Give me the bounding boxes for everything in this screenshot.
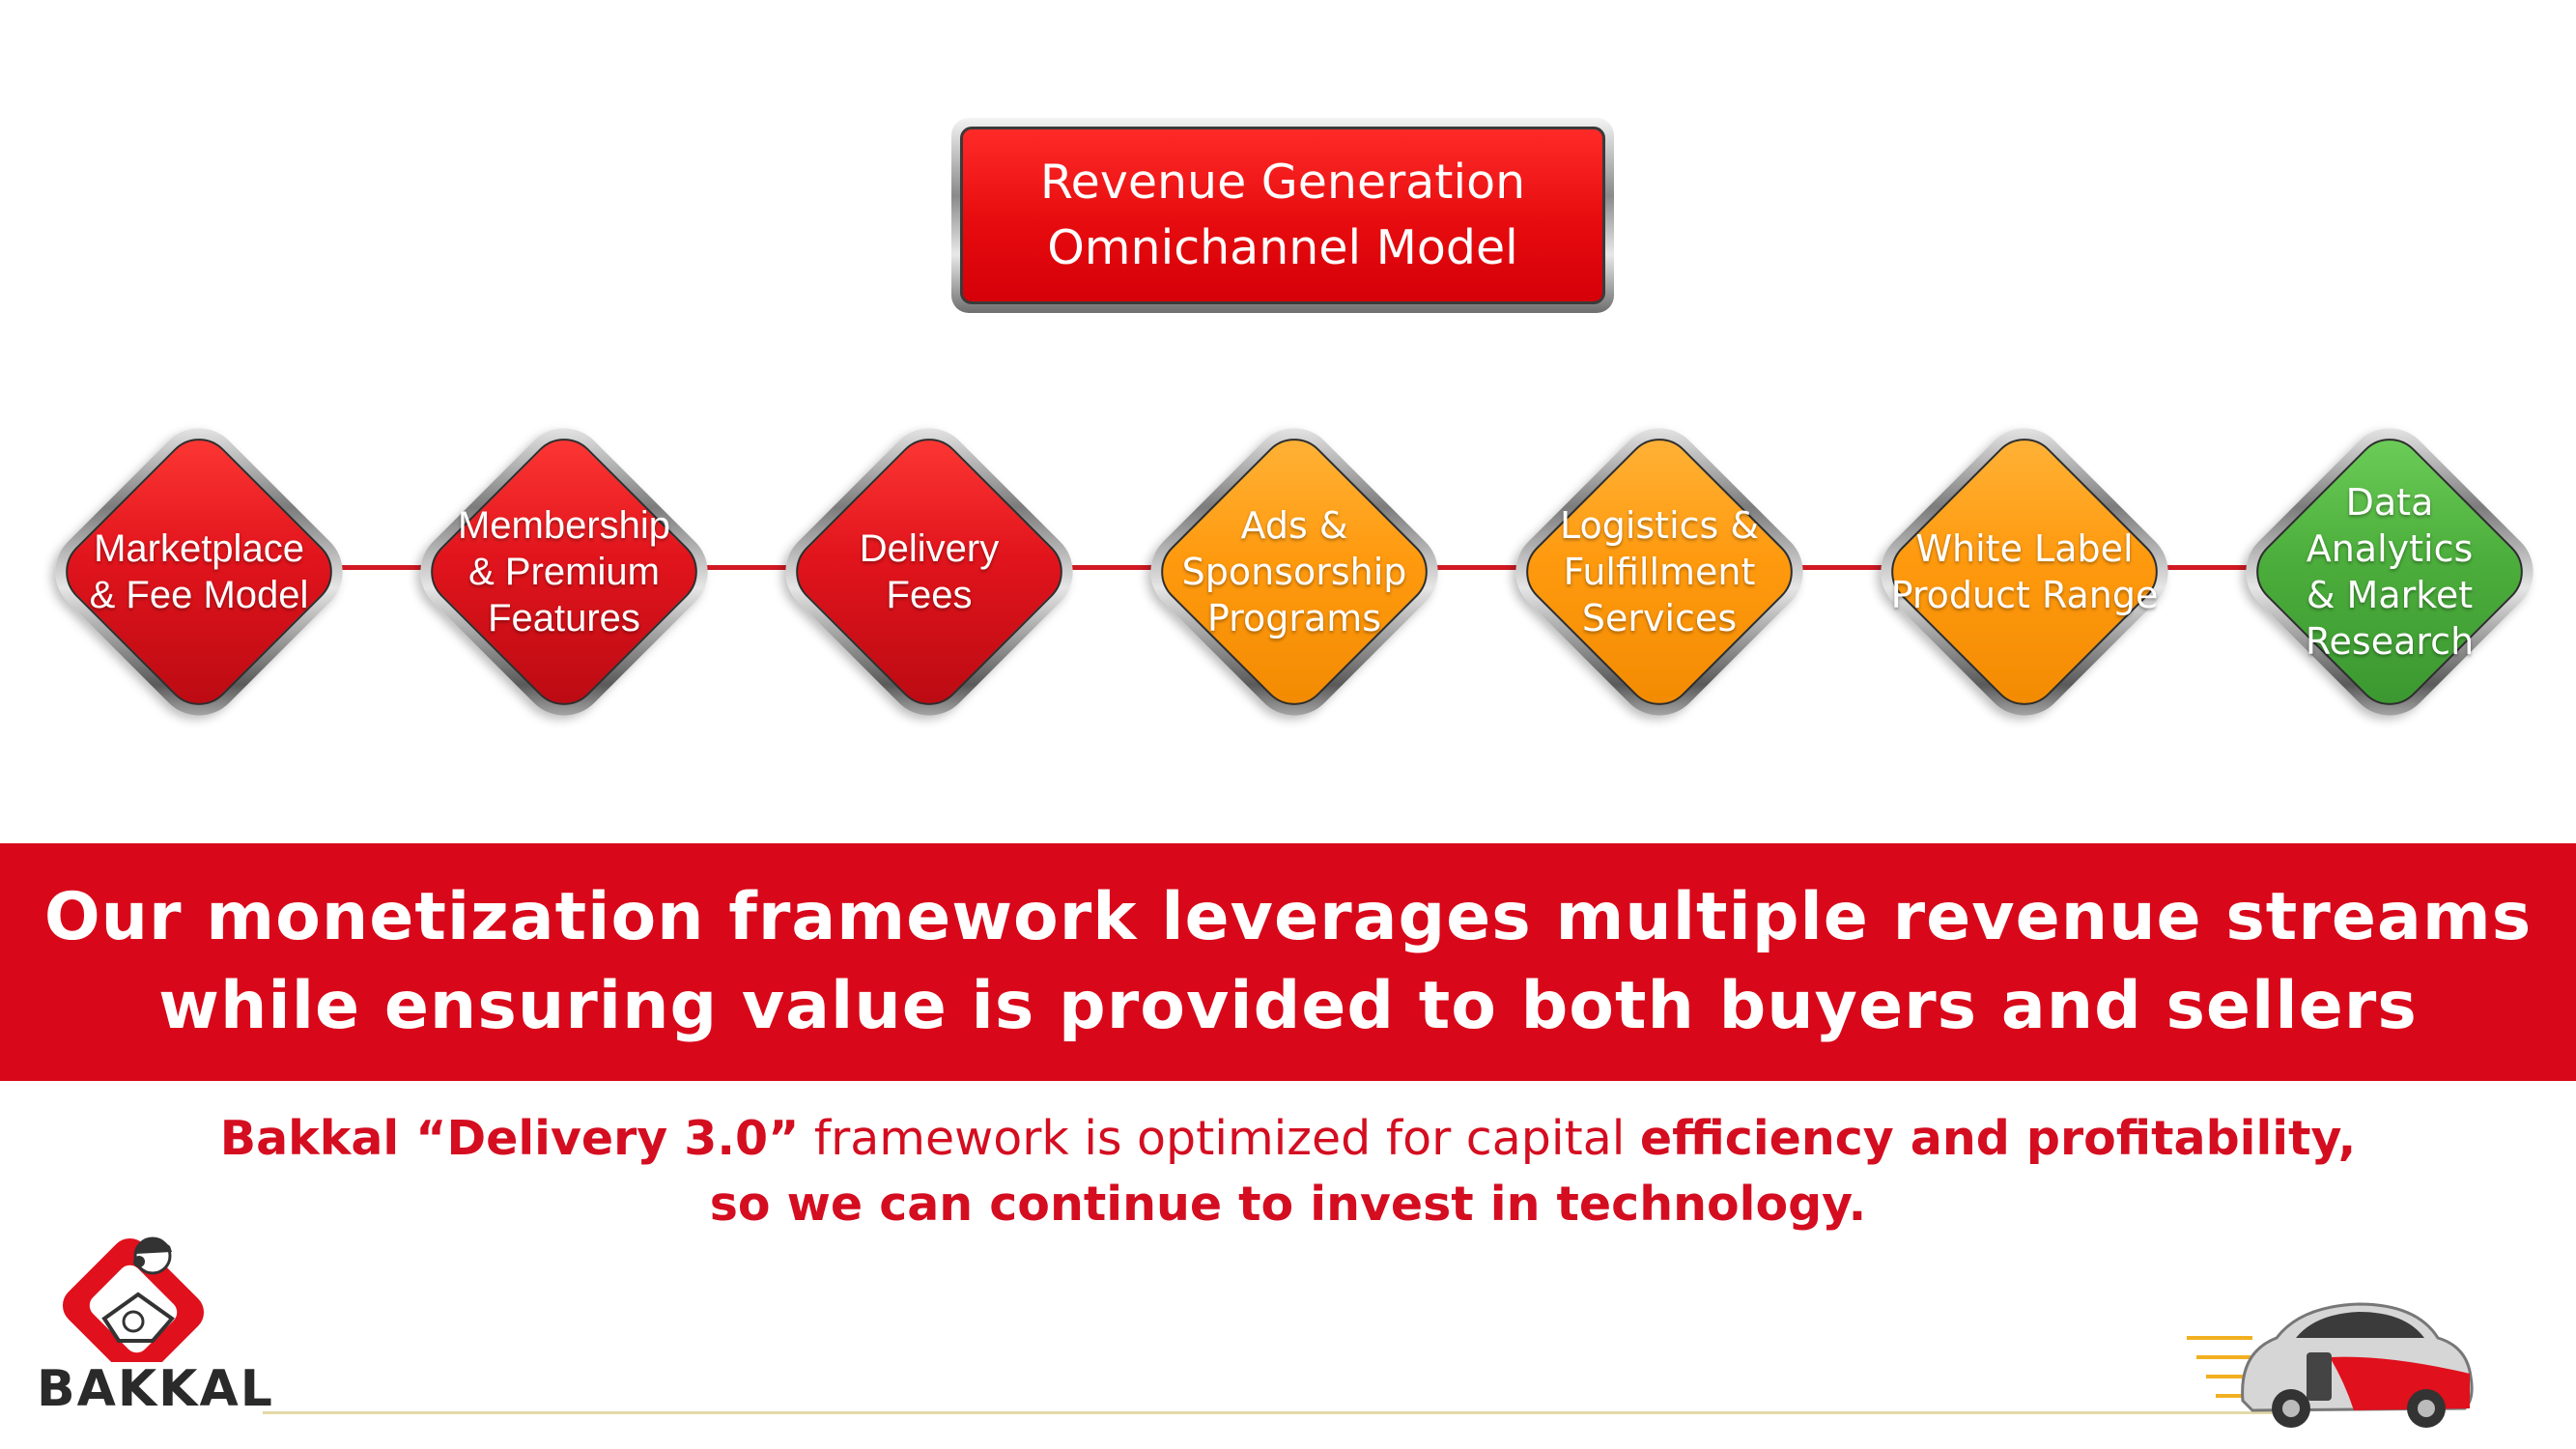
node-label-line: Research bbox=[2305, 620, 2475, 663]
subtitle-bold-2: efficiency and profitability, bbox=[1639, 1111, 2357, 1166]
node-label-line: Sponsorship bbox=[1181, 551, 1407, 593]
subtitle-normal: framework is optimized for capital bbox=[799, 1111, 1640, 1166]
revenue-node: Marketplace& Fee Model bbox=[35, 408, 363, 736]
subtitle-bold-3: so we can continue to invest in technolo… bbox=[709, 1177, 1867, 1232]
node-label-line: Programs bbox=[1206, 597, 1382, 639]
logo-text: BAKKAL bbox=[37, 1360, 274, 1418]
subtitle-line-1: Bakkal “Delivery 3.0” framework is optim… bbox=[0, 1106, 2576, 1172]
node-label: Marketplace& Fee Model bbox=[35, 408, 363, 736]
footer-line bbox=[263, 1411, 2306, 1414]
banner-line-2: while ensuring value is provided to both… bbox=[158, 968, 2418, 1044]
node-label-line: Delivery bbox=[859, 527, 1000, 570]
node-label-line: Fulfillment bbox=[1563, 551, 1756, 593]
banner-line-1: Our monetization framework leverages mul… bbox=[43, 879, 2533, 955]
node-label-line: & Fee Model bbox=[89, 574, 309, 616]
title-inner: Revenue Generation Omnichannel Model bbox=[960, 127, 1605, 304]
title-box: Revenue Generation Omnichannel Model bbox=[951, 118, 1614, 313]
node-label-line: Marketplace bbox=[94, 527, 304, 570]
node-label-line: Features bbox=[488, 597, 640, 639]
node-label-line: Analytics bbox=[2306, 527, 2474, 570]
node-label-line: Data bbox=[2345, 481, 2434, 524]
node-label-line: Services bbox=[1581, 597, 1738, 639]
node-label-line: Product Range bbox=[1890, 574, 2159, 616]
subtitle-bold-1: Bakkal “Delivery 3.0” bbox=[219, 1111, 800, 1166]
node-label-line: Fees bbox=[886, 574, 973, 616]
banner: Our monetization framework leverages mul… bbox=[0, 843, 2576, 1081]
delivery-car-icon bbox=[2187, 1302, 2474, 1428]
node-label-line: Ads & bbox=[1240, 504, 1348, 547]
delivery-person-icon bbox=[62, 1236, 205, 1380]
node-label-line: Logistics & bbox=[1559, 504, 1760, 547]
node-label-line: Membership bbox=[457, 504, 671, 547]
subtitle-line-2: so we can continue to invest in technolo… bbox=[0, 1172, 2576, 1237]
node-label-line: & Market bbox=[2306, 574, 2474, 616]
node-label-line: White Label bbox=[1915, 527, 2134, 570]
subtitle: Bakkal “Delivery 3.0” framework is optim… bbox=[0, 1106, 2576, 1237]
bakkal-logo: BAKKAL bbox=[37, 1227, 272, 1420]
title-line-2: Omnichannel Model bbox=[1047, 220, 1518, 275]
title-line-1: Revenue Generation bbox=[1039, 155, 1526, 210]
node-label-line: & Premium bbox=[468, 551, 660, 593]
